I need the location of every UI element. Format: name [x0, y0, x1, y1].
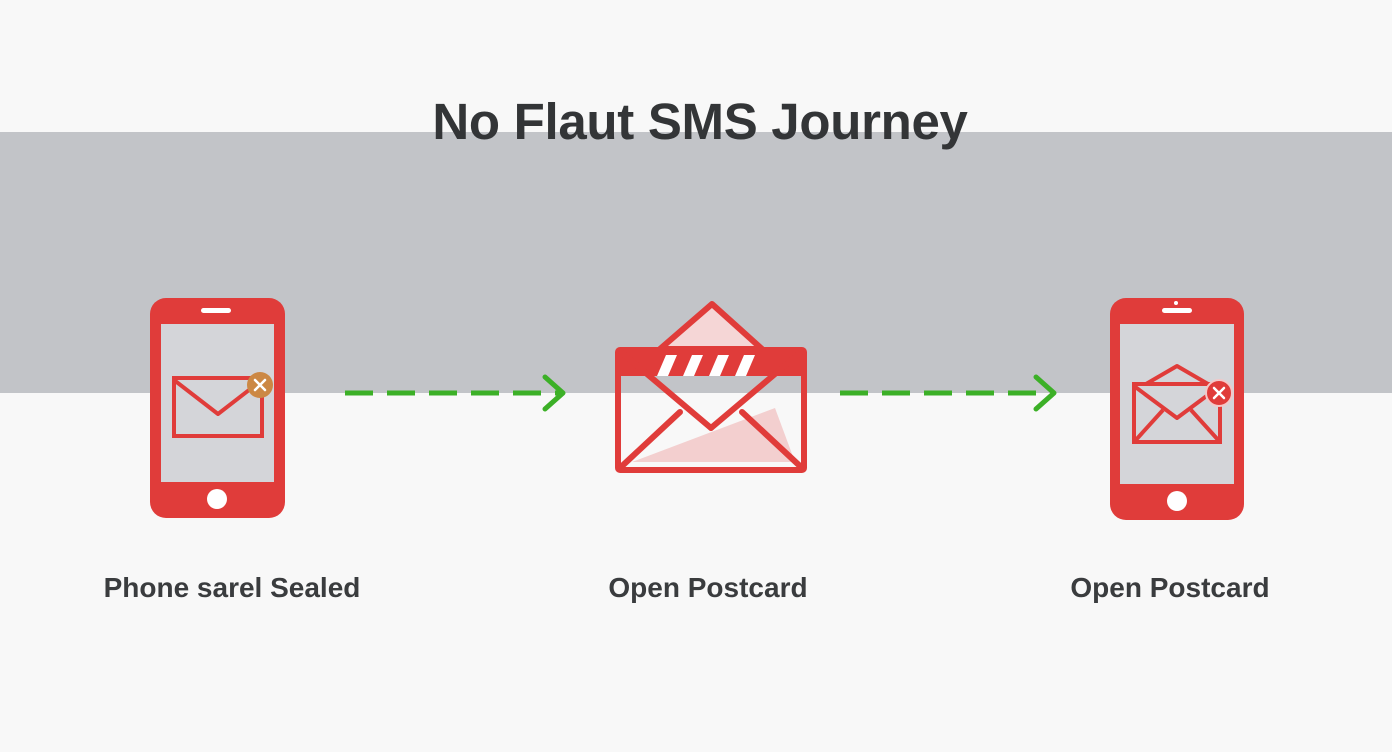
flow-arrow-1 [345, 374, 566, 412]
step-label-open-postcard: Open Postcard [608, 572, 808, 603]
envelope-stripes [618, 350, 804, 376]
phone-with-envelope-icon [150, 298, 285, 518]
phone-with-open-envelope-icon [1110, 298, 1244, 520]
flow-arrow-2 [840, 374, 1057, 412]
open-envelope-icon [615, 301, 807, 473]
envelope-icon [172, 376, 264, 438]
step-label-phone-sealed: Phone sarel Sealed [103, 572, 361, 603]
close-badge-icon [247, 372, 273, 398]
close-badge-icon [1205, 379, 1233, 407]
page-title: No Flaut SMS Journey [432, 93, 968, 150]
step-label-open-postcard-phone: Open Postcard [1070, 572, 1270, 603]
